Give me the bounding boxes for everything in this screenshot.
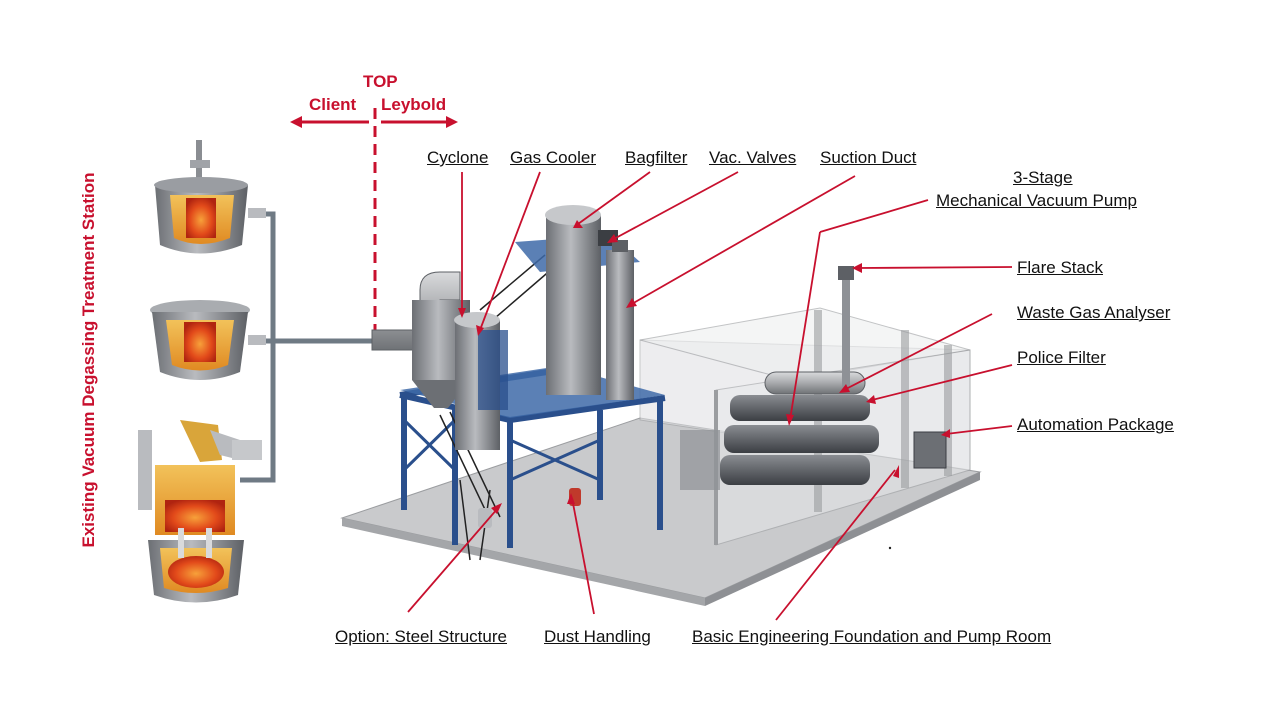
label-foundation-pump-room: Basic Engineering Foundation and Pump Ro… (692, 627, 1052, 646)
scope-client-label: Client (309, 95, 357, 114)
client-arrow (290, 116, 369, 128)
scope-top-label: TOP (363, 72, 398, 91)
label-gas-cooler: Gas Cooler (510, 148, 596, 167)
label-pump-line1: 3-Stage (1013, 168, 1073, 187)
leader-lines (407, 171, 1013, 621)
label-waste-gas-analyser: Waste Gas Analyser (1017, 303, 1171, 322)
label-steel-structure: Option: Steel Structure (335, 627, 507, 646)
label-automation-package: Automation Package (1017, 415, 1174, 434)
connecting-pipes (240, 211, 372, 483)
ladle-bottom-rh-vessel (138, 420, 262, 603)
label-vac-valves: Vac. Valves (709, 148, 797, 167)
vacuum-pump-rows (680, 395, 879, 490)
automation-cabinet (913, 431, 947, 469)
label-suction-duct: Suction Duct (820, 148, 917, 167)
label-cyclone: Cyclone (427, 148, 489, 167)
bagfilter (545, 205, 618, 395)
flare-stack (838, 266, 854, 388)
suction-duct (606, 240, 634, 400)
label-flare-stack: Flare Stack (1017, 258, 1103, 277)
scope-leybold-label: Leybold (381, 95, 447, 114)
label-dust-handling: Dust Handling (544, 627, 651, 646)
gas-cooler (454, 312, 508, 450)
label-pump-line2: Mechanical Vacuum Pump (936, 191, 1137, 210)
side-title: Existing Vacuum Degassing Treatment Stat… (79, 172, 98, 548)
label-police-filter: Police Filter (1017, 348, 1106, 367)
police-filter-header (764, 371, 866, 395)
label-bagfilter: Bagfilter (625, 148, 688, 167)
ladle-top (154, 140, 266, 254)
ladle-middle (150, 300, 266, 380)
leader-arrowheads (458, 220, 950, 514)
leybold-arrow (381, 116, 458, 128)
